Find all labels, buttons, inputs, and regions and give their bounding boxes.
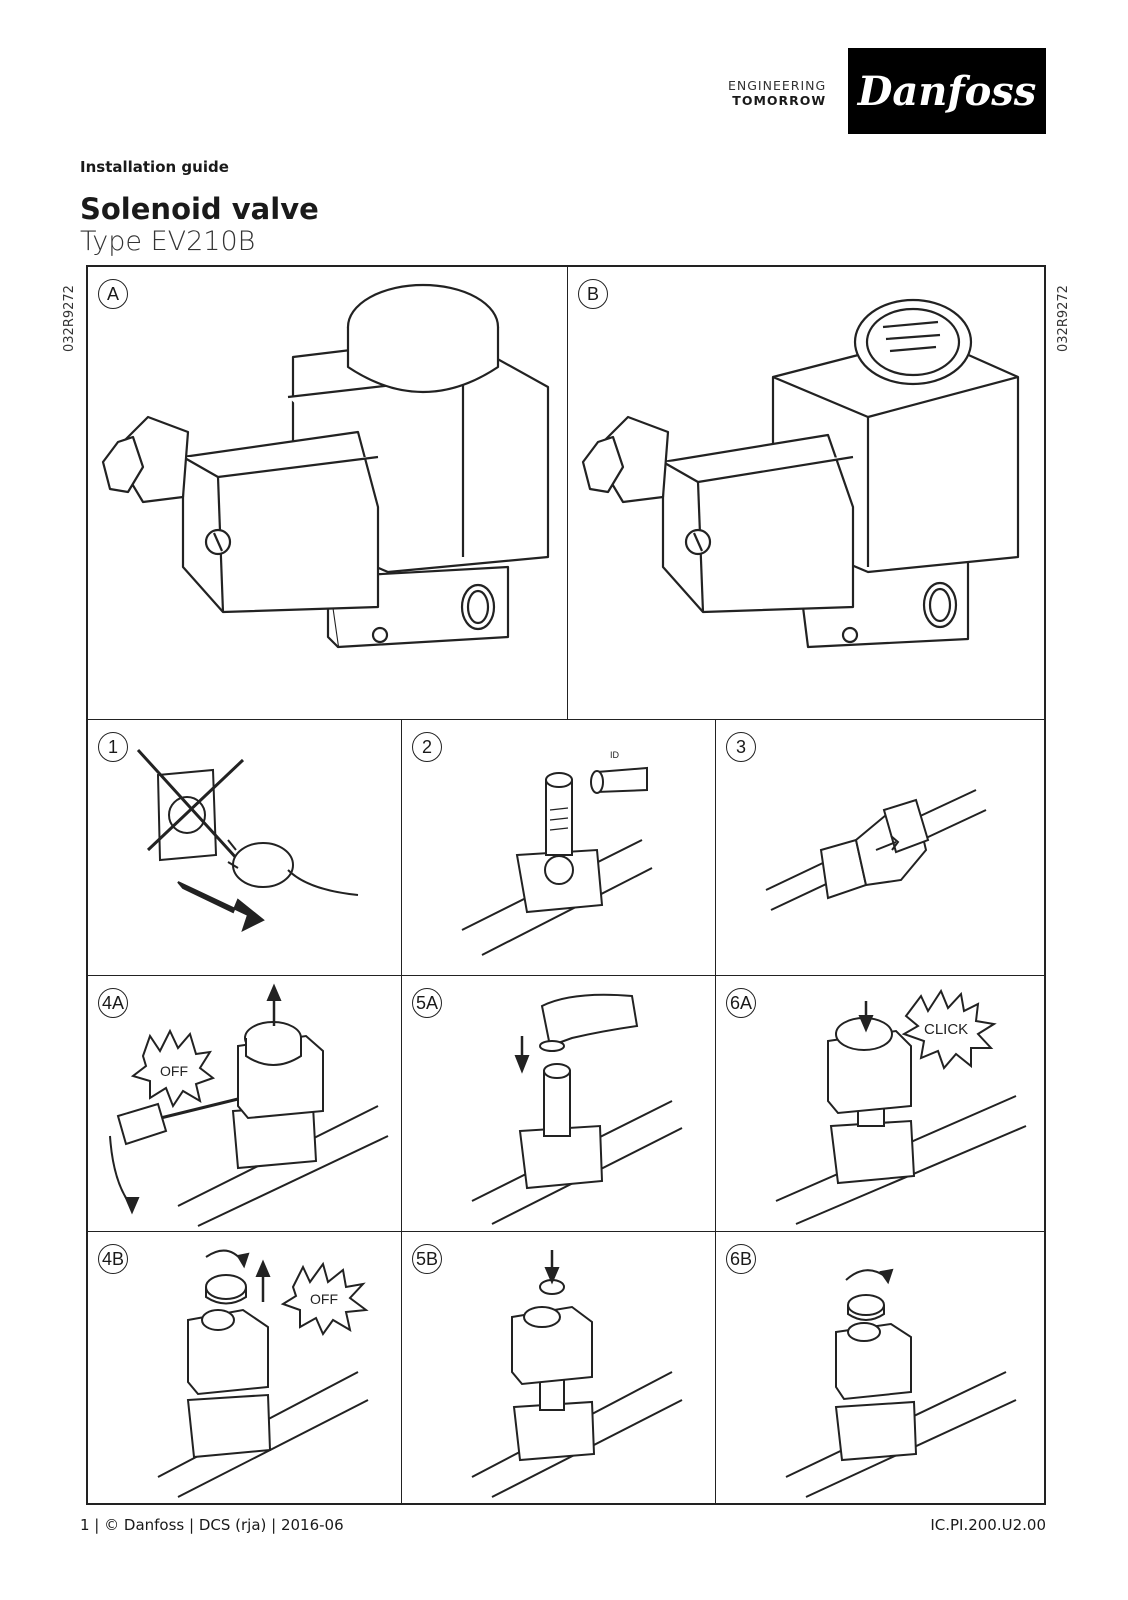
panel-a-label: A (98, 279, 128, 309)
off-burst-text-b: OFF (310, 1291, 338, 1307)
footer-document-code: IC.PI.200.U2.00 (930, 1516, 1046, 1534)
panel-b-label: B (578, 279, 608, 309)
remove-clip-on-coil-illustration: OFF (157, 1249, 369, 1498)
step-1-label: 1 (98, 732, 128, 762)
tighten-nut-illustration (785, 1268, 1017, 1498)
tagline-line2: TOMORROW (732, 93, 827, 108)
step-6b-label: 6B (726, 1244, 756, 1274)
document-label: Installation guide (80, 158, 229, 176)
side-code-right: 032R9272 (1056, 285, 1071, 352)
flow-direction-illustration (765, 789, 987, 911)
panel-b: B (568, 267, 1046, 720)
off-burst-text: OFF (160, 1063, 188, 1079)
valve-with-clip-on-coil-illustration (581, 298, 1020, 649)
check-armature-id-illustration: ID (461, 750, 653, 956)
tagline-line1: ENGINEERING (728, 78, 827, 93)
remove-standard-coil-illustration: OFF (109, 983, 389, 1227)
panel-step-6b: 6B (716, 1232, 1046, 1503)
side-code-left: 032R9272 (62, 285, 77, 352)
danfoss-logo (848, 48, 1046, 134)
panel-step-4b: OFF 4B (88, 1232, 402, 1503)
disconnect-power-illustration (136, 748, 359, 932)
step-4b-label: 4B (98, 1244, 128, 1274)
fit-clip-on-coil-illustration (471, 1250, 683, 1498)
document-subtitle: Type EV210B (80, 226, 256, 257)
panel-step-1: 1 (88, 720, 402, 976)
panel-step-5b: 5B (402, 1232, 716, 1503)
footer-copyright: 1 | © Danfoss | DCS (rja) | 2016-06 (80, 1516, 344, 1534)
step-5a-label: 5A (412, 988, 442, 1018)
panel-step-5a: 5A (402, 976, 716, 1232)
valve-with-standard-coil-illustration (101, 283, 550, 649)
fit-o-ring-illustration (471, 993, 683, 1225)
document-title: Solenoid valve (80, 192, 319, 226)
panel-step-4a: OFF 4A (88, 976, 402, 1232)
panel-step-2: ID 2 (402, 720, 716, 976)
illustration-frame: A (86, 265, 1046, 1505)
click-burst-text: CLICK (924, 1021, 968, 1038)
panel-step-3: 3 (716, 720, 1046, 976)
brand-tagline: ENGINEERING TOMORROW (728, 78, 826, 108)
armature-id-tag: ID (610, 750, 620, 760)
panel-a: A (88, 267, 568, 720)
step-4a-label: 4A (98, 988, 128, 1018)
step-2-label: 2 (412, 732, 442, 762)
fit-standard-coil-illustration: CLICK (775, 988, 1027, 1225)
step-6a-label: 6A (726, 988, 756, 1018)
step-3-label: 3 (726, 732, 756, 762)
danfoss-logo-text: Danfoss (857, 67, 1037, 115)
step-5b-label: 5B (412, 1244, 442, 1274)
panel-step-6a: CLICK 6A (716, 976, 1046, 1232)
